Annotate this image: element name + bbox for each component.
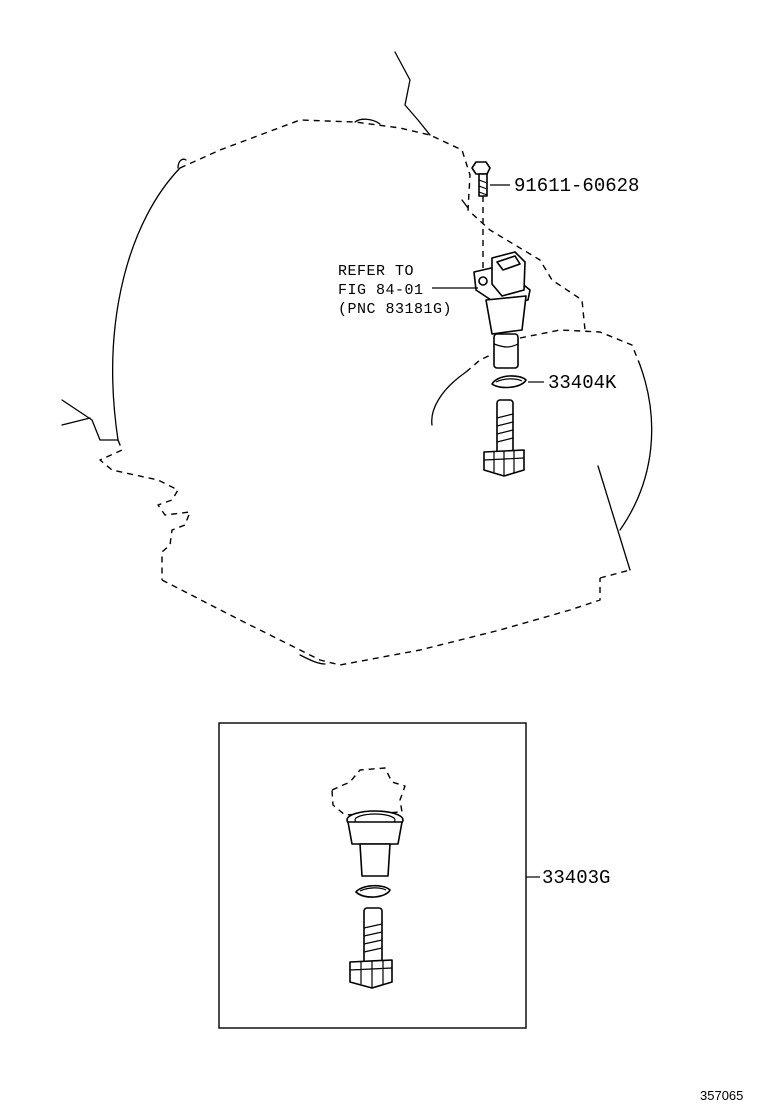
- bolt-part-number: 91611-60628: [514, 175, 639, 197]
- reference-note-line1: REFER TO: [338, 263, 414, 280]
- bolt-part: [471, 161, 491, 270]
- clip-part: [491, 375, 527, 389]
- kit-part-number: 33403G: [542, 867, 610, 889]
- speed-sensor-part: [473, 251, 531, 369]
- transmission-housing-outline: [61, 51, 653, 666]
- reference-note-line3: (PNC 83181G): [338, 301, 452, 318]
- reference-note-line2: FIG 84-01: [338, 282, 424, 299]
- reference-note: REFER TO FIG 84-01 (PNC 83181G): [338, 263, 452, 318]
- kit-box: [218, 722, 527, 1029]
- clip-part-number: 33404K: [548, 372, 617, 394]
- kit-driven-gear-part: [349, 907, 393, 989]
- kit-clip-part: [355, 884, 391, 898]
- driven-gear-part: [483, 399, 525, 477]
- figure-id: 357065: [700, 1088, 743, 1103]
- kit-sensor-sleeve-part: [331, 767, 406, 877]
